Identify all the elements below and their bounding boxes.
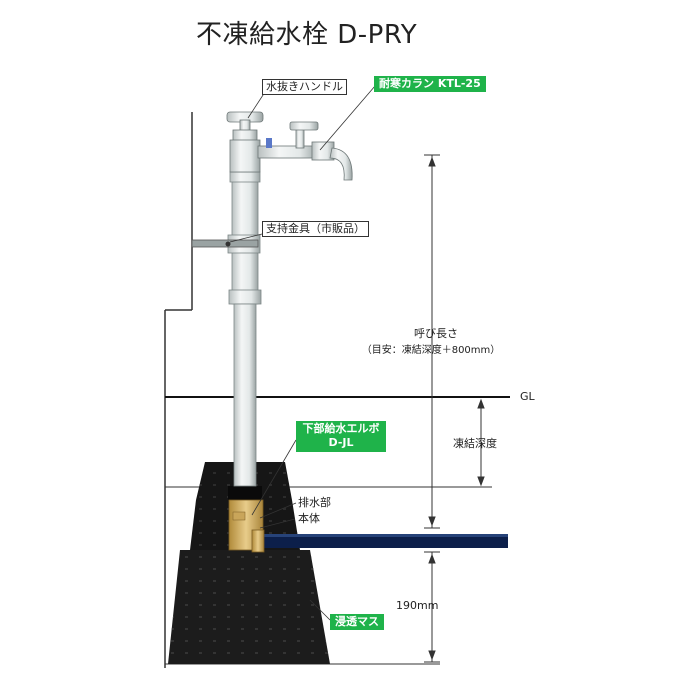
- freeze-depth-label: 凍結深度: [453, 437, 497, 450]
- page-title: 不凍給水栓 D-PRY: [196, 20, 418, 50]
- elbow-label: 下部給水エルボ D-JL: [296, 421, 386, 452]
- dim-190-label: 190mm: [396, 599, 439, 612]
- dimension-190: [424, 551, 440, 663]
- bracket-label: 支持金具（市販品）: [262, 221, 369, 237]
- dimension-freeze: [477, 398, 485, 487]
- length-title: 呼び長さ: [414, 327, 458, 340]
- faucet: [257, 121, 353, 181]
- body-label: 本体: [298, 512, 320, 525]
- brass-body: [228, 499, 265, 553]
- elbow-label-line1: 下部給水エルボ: [302, 422, 380, 435]
- basin-label: 浸透マス: [330, 614, 384, 630]
- length-note: （目安：凍結深度＋800mm）: [361, 345, 501, 356]
- gl-label: GL: [520, 390, 535, 403]
- basin: [168, 462, 330, 664]
- handle: [226, 111, 264, 173]
- elbow-label-line2: D-JL: [328, 436, 354, 449]
- wall: [164, 112, 193, 668]
- leader-lines: [229, 85, 376, 621]
- handle-label: 水抜きハンドル: [262, 79, 347, 95]
- main-pipe: [227, 169, 262, 487]
- supply-pipe: [258, 534, 508, 548]
- bracket: [191, 239, 259, 248]
- faucet-label: 耐寒カラン KTL-25: [374, 76, 486, 92]
- drain-label: 排水部: [298, 496, 331, 509]
- dimension-length: [424, 154, 440, 529]
